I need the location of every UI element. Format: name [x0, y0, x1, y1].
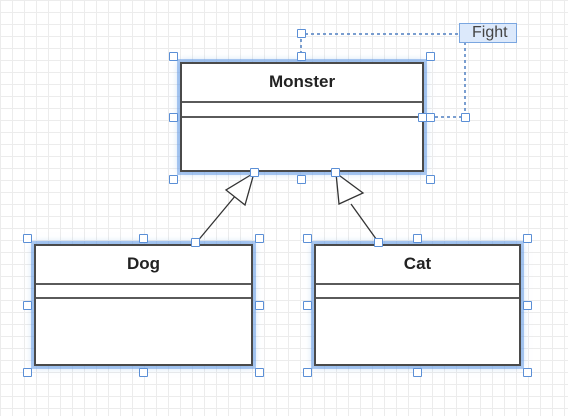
monster-resize-handle-sw[interactable]	[169, 175, 178, 184]
class-cat[interactable]: Cat	[314, 244, 521, 366]
dog-generalization-arrowhead	[224, 171, 256, 207]
dog-resize-handle-w[interactable]	[23, 301, 32, 310]
monster-resize-handle-ne[interactable]	[426, 52, 435, 61]
cat-resize-handle-se[interactable]	[523, 368, 532, 377]
class-monster-methods-separator	[182, 116, 422, 118]
fight-connector-handle-end[interactable]	[418, 113, 427, 122]
cat-generalization-handle-target[interactable]	[331, 168, 340, 177]
dog-resize-handle-se[interactable]	[255, 368, 264, 377]
fight-association-label[interactable]: Fight	[459, 23, 517, 43]
dog-resize-handle-sw[interactable]	[23, 368, 32, 377]
monster-resize-handle-nw[interactable]	[169, 52, 178, 61]
cat-resize-handle-e[interactable]	[523, 301, 532, 310]
fight-connector-handle-start[interactable]	[297, 29, 306, 38]
monster-resize-handle-n[interactable]	[297, 52, 306, 61]
dog-generalization-handle-target[interactable]	[250, 168, 259, 177]
class-cat-methods-separator	[316, 297, 519, 299]
dog-resize-handle-s[interactable]	[139, 368, 148, 377]
dog-generalization-line[interactable]	[195, 194, 237, 244]
cat-generalization-handle-source[interactable]	[374, 238, 383, 247]
dog-resize-handle-ne[interactable]	[255, 234, 264, 243]
class-monster[interactable]: Monster	[180, 62, 424, 172]
cat-generalization-arrowhead	[335, 171, 365, 205]
class-dog-name: Dog	[126, 254, 161, 273]
class-dog-attributes-separator	[36, 283, 251, 285]
dog-generalization-handle-source[interactable]	[191, 238, 200, 247]
class-cat-attributes-separator	[316, 283, 519, 285]
cat-resize-handle-s[interactable]	[413, 368, 422, 377]
class-cat-name: Cat	[403, 254, 432, 273]
monster-resize-handle-se[interactable]	[426, 175, 435, 184]
class-dog[interactable]: Dog	[34, 244, 253, 366]
cat-resize-handle-w[interactable]	[303, 301, 312, 310]
dog-resize-handle-n[interactable]	[139, 234, 148, 243]
cat-resize-handle-ne[interactable]	[523, 234, 532, 243]
monster-resize-handle-e[interactable]	[426, 113, 435, 122]
class-monster-attributes-separator	[182, 101, 422, 103]
cat-resize-handle-n[interactable]	[413, 234, 422, 243]
monster-resize-handle-w[interactable]	[169, 113, 178, 122]
class-dog-methods-separator	[36, 297, 251, 299]
cat-resize-handle-nw[interactable]	[303, 234, 312, 243]
dog-resize-handle-e[interactable]	[255, 301, 264, 310]
dog-resize-handle-nw[interactable]	[23, 234, 32, 243]
fight-connector-handle-corner[interactable]	[461, 113, 470, 122]
monster-resize-handle-s[interactable]	[297, 175, 306, 184]
cat-generalization-line[interactable]	[350, 203, 380, 244]
cat-resize-handle-sw[interactable]	[303, 368, 312, 377]
class-monster-name: Monster	[268, 72, 336, 91]
